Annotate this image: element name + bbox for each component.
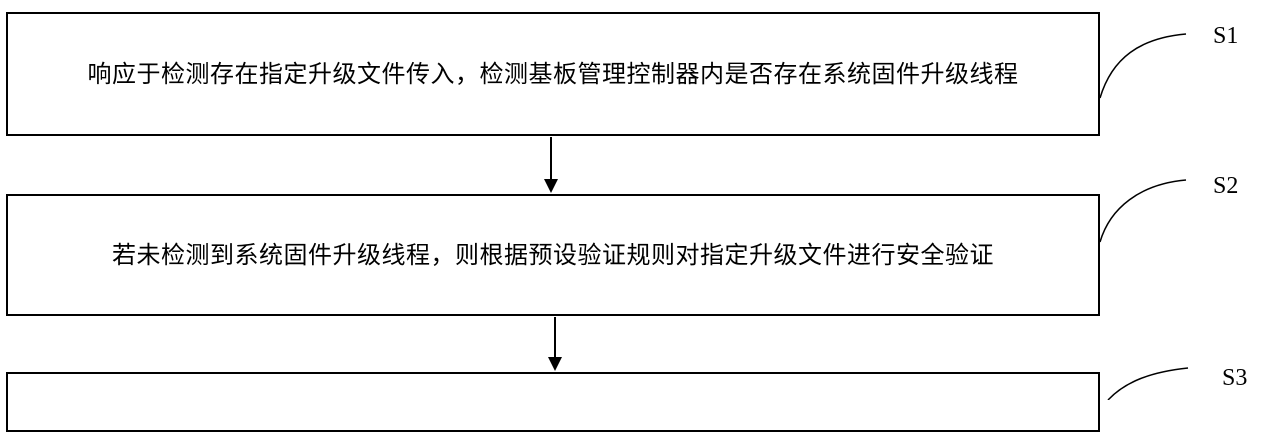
step-box-s3 [6,372,1100,432]
flow-arrow-s2-s3 [548,317,562,371]
step-text-s2: 若未检测到系统固件升级线程，则根据预设验证规则对指定升级文件进行安全验证 [112,241,994,269]
step-label-s3: S3 [1222,365,1248,391]
step-box-s2: 若未检测到系统固件升级线程，则根据预设验证规则对指定升级文件进行安全验证 [6,194,1100,316]
step-label-s2: S2 [1213,173,1239,199]
leader-curve-s2 [1099,179,1187,243]
step-text-s1: 响应于检测存在指定升级文件传入，检测基板管理控制器内是否存在系统固件升级线程 [87,60,1019,88]
leader-curve-s1 [1099,33,1187,99]
connector-layer [544,33,1189,400]
step-box-s1: 响应于检测存在指定升级文件传入，检测基板管理控制器内是否存在系统固件升级线程 [6,12,1100,136]
flow-arrow-s1-s2 [544,137,558,193]
step-label-s1: S1 [1213,23,1239,49]
leader-curve-s3 [1107,367,1189,400]
